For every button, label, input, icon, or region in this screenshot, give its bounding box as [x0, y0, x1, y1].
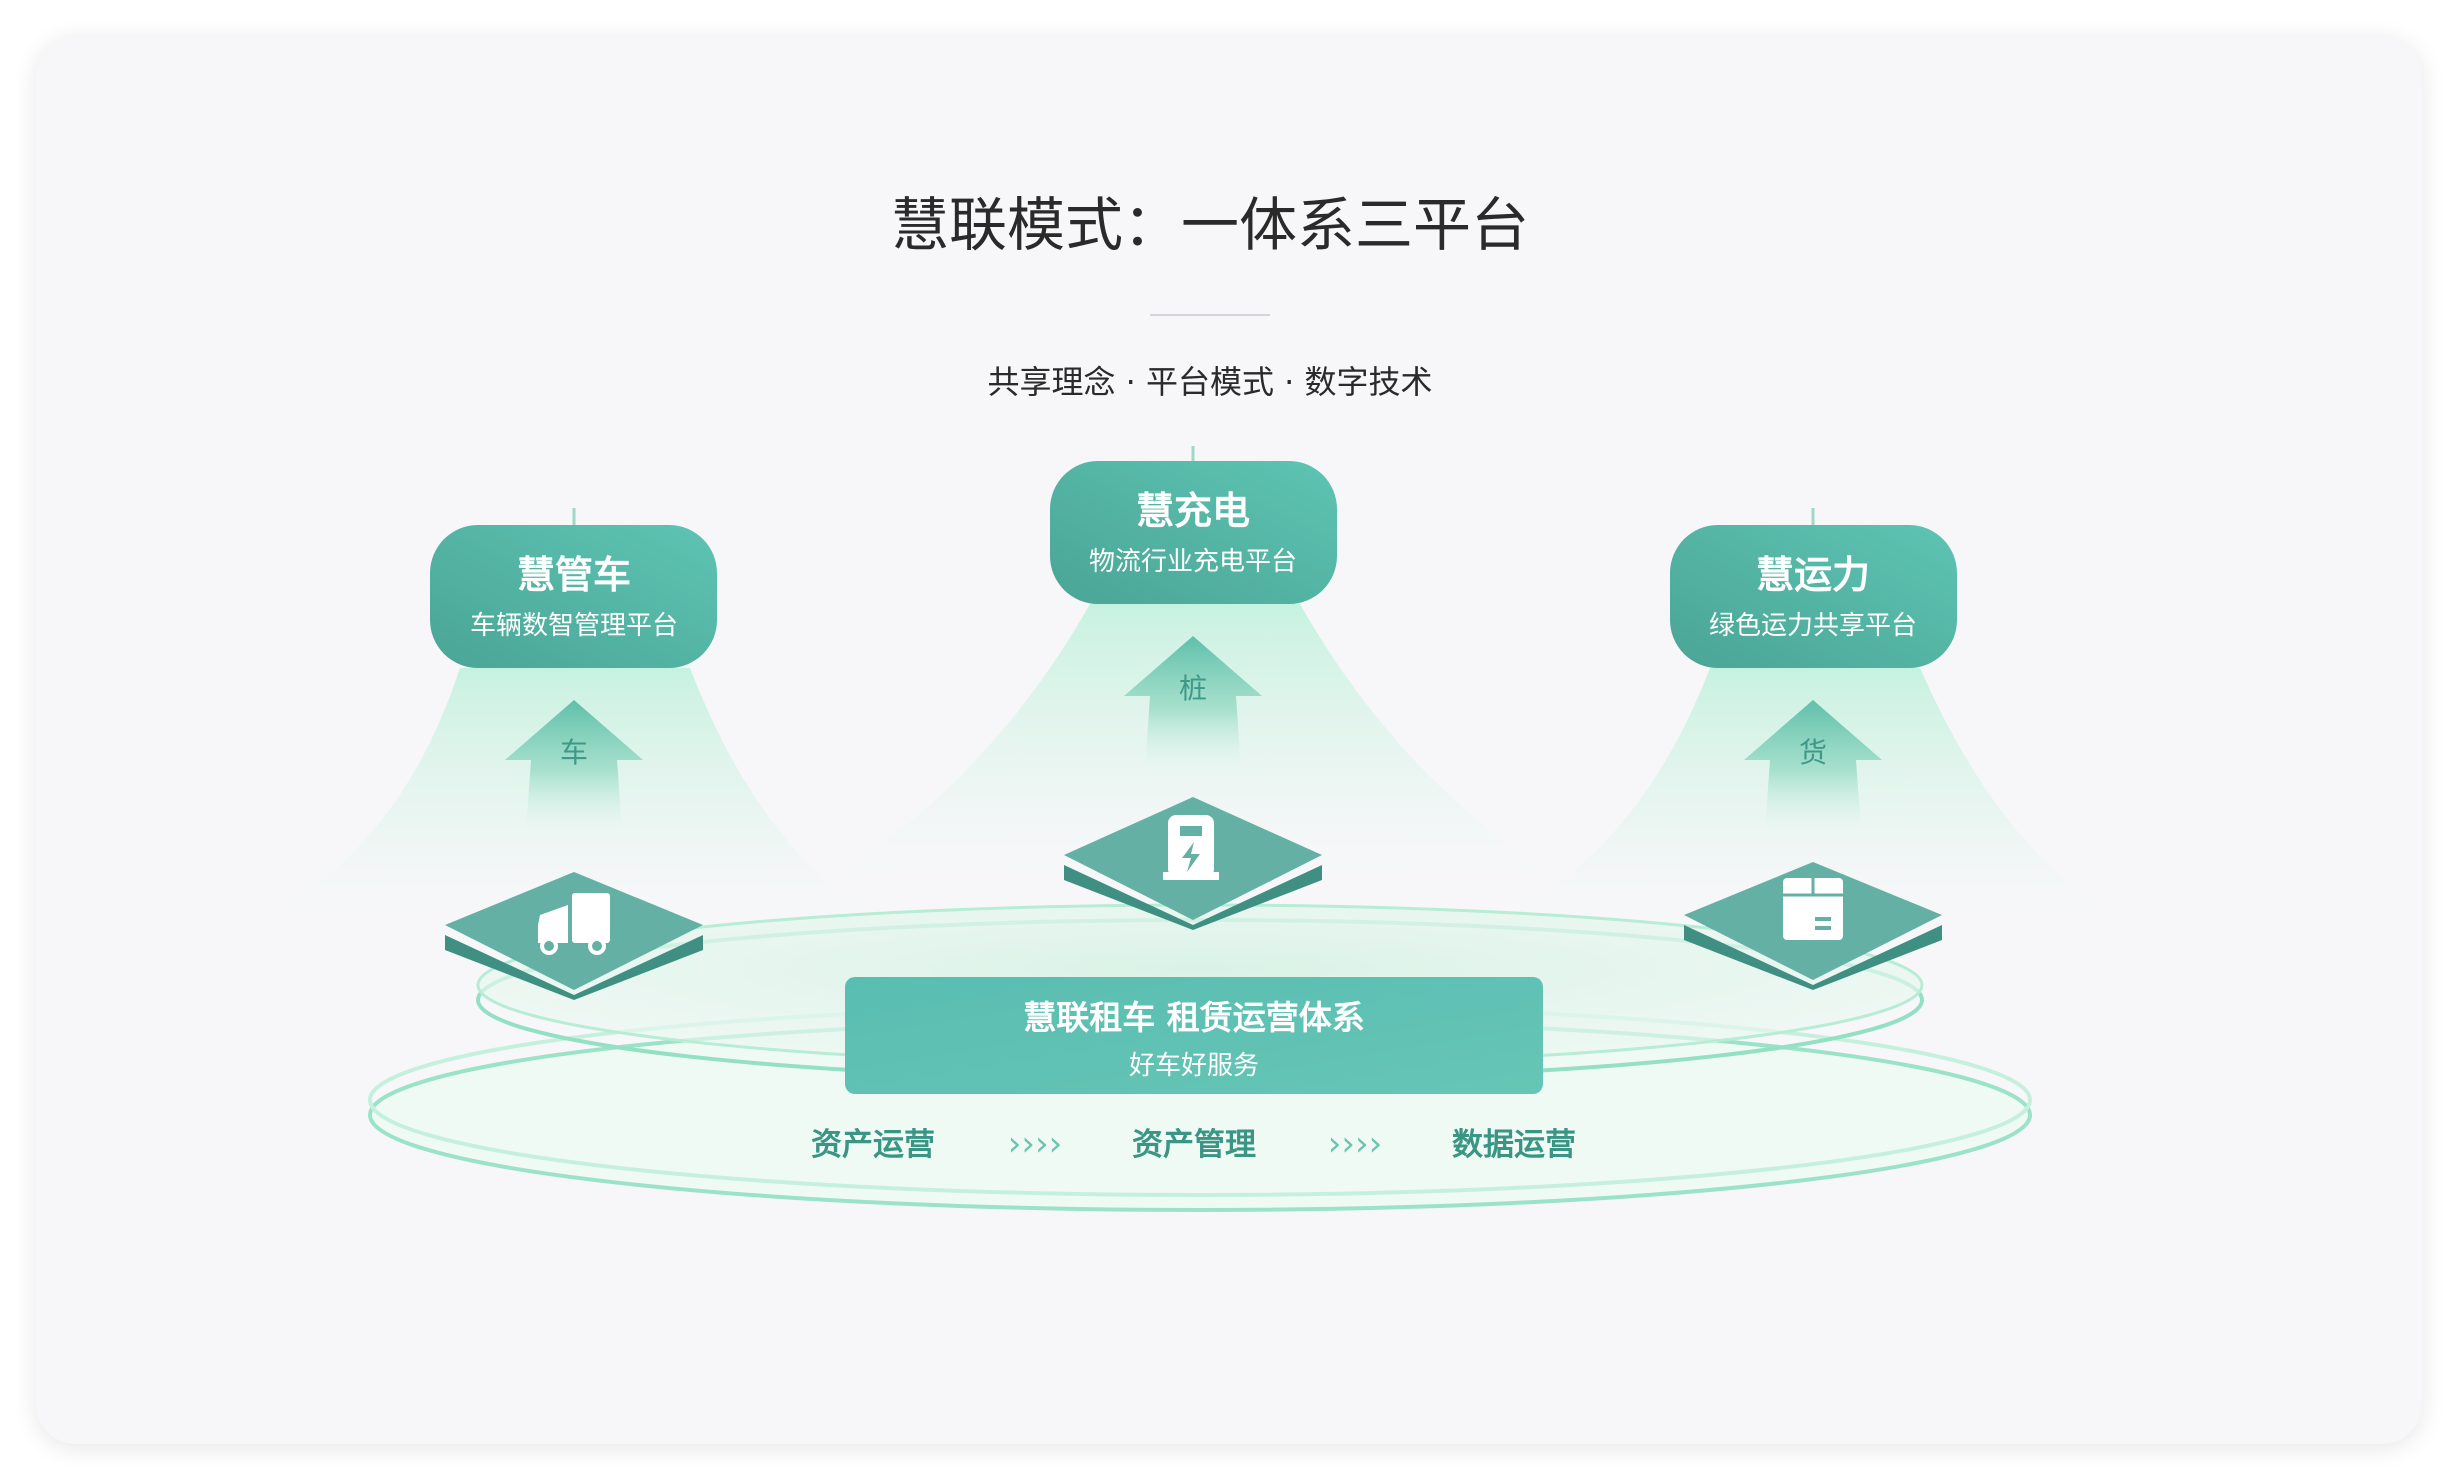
flow-step-asset-operation: 资产运营	[811, 1127, 935, 1163]
platform-desc: 车辆数智管理平台	[470, 611, 678, 641]
page-title: 慧联模式：一体系三平台	[891, 191, 1529, 259]
platform-card-charging[interactable]: 慧充电 物流行业充电平台	[1050, 461, 1337, 604]
arrow-label-goods: 货	[1799, 736, 1827, 769]
package-box-icon	[1783, 878, 1843, 940]
package-tile	[1684, 862, 1942, 990]
arrow-up-icon-left: 车	[505, 700, 643, 830]
platform-desc: 绿色运力共享平台	[1709, 611, 1917, 641]
charging-pile-icon	[1163, 815, 1219, 880]
rental-system-card[interactable]: 慧联租车 租赁运营体系 好车好服务	[845, 977, 1543, 1094]
chevrons-right-icon: ››››	[1008, 1124, 1062, 1164]
arrow-label-car: 车	[560, 736, 588, 769]
system-slogan: 好车好服务	[1129, 1051, 1259, 1081]
arrow-label-pile: 桩	[1179, 672, 1207, 705]
platform-desc: 物流行业充电平台	[1089, 547, 1297, 577]
chevrons-right-icon: ››››	[1328, 1124, 1382, 1164]
platform-name: 慧管车	[517, 553, 631, 597]
flow-step-asset-management: 资产管理	[1132, 1127, 1256, 1163]
platform-card-capacity[interactable]: 慧运力 绿色运力共享平台	[1670, 525, 1957, 668]
platform-card-vehicle[interactable]: 慧管车 车辆数智管理平台	[430, 525, 717, 668]
arrow-up-icon-right: 货	[1744, 700, 1882, 830]
charging-tile	[1064, 797, 1322, 930]
platform-name: 慧运力	[1756, 553, 1870, 597]
page-subtitle: 共享理念 · 平台模式 · 数字技术	[987, 363, 1432, 401]
truck-tile	[445, 872, 703, 1000]
flow-step-data-operation: 数据运营	[1452, 1127, 1576, 1163]
truck-icon	[538, 893, 610, 955]
system-title: 慧联租车 租赁运营体系	[1023, 998, 1365, 1037]
platform-name: 慧充电	[1136, 489, 1250, 533]
arrow-up-icon-center: 桩	[1124, 636, 1262, 770]
